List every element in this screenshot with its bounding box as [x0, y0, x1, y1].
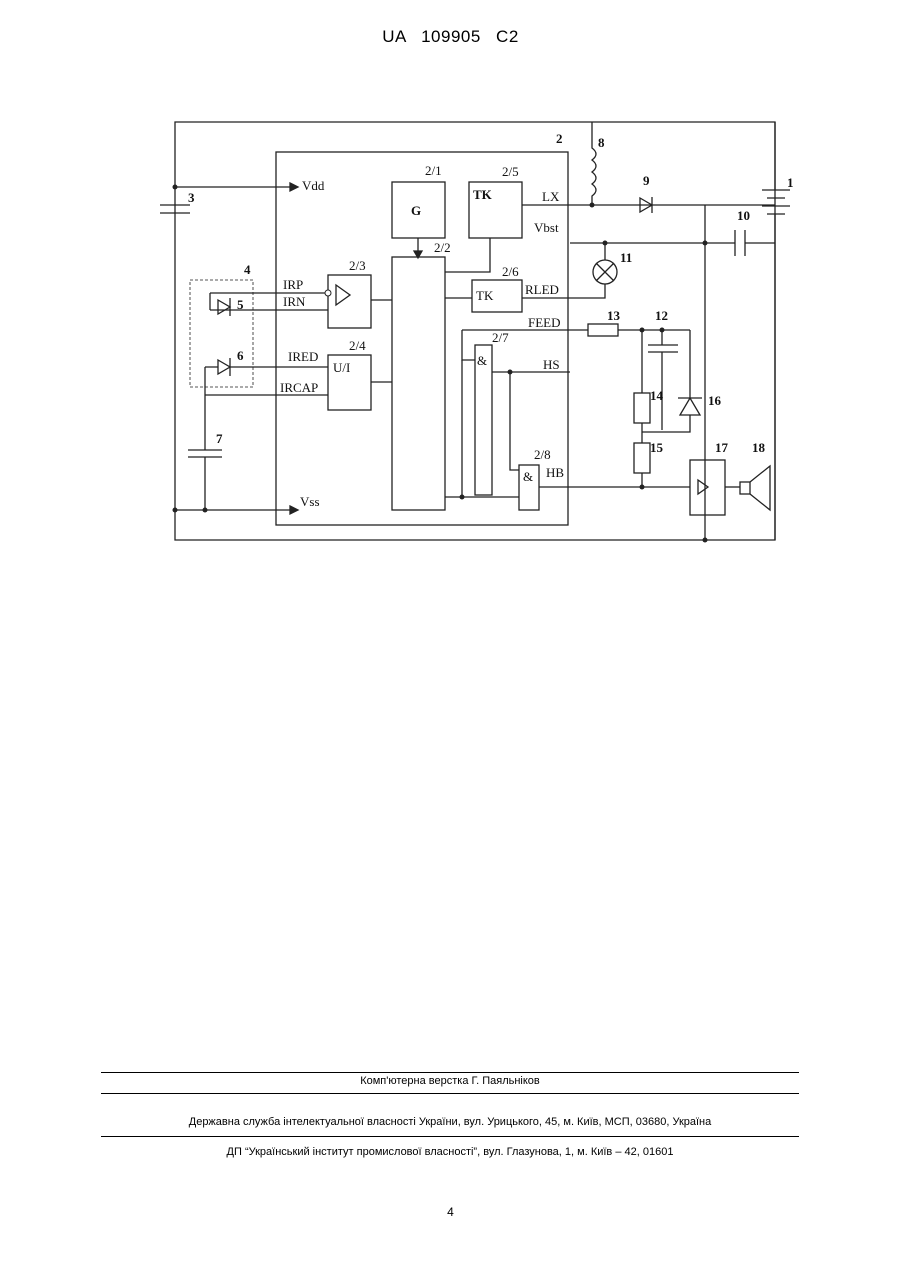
ref-16: 16	[708, 393, 722, 408]
label-tk-1: TK	[473, 187, 493, 202]
ref-4: 4	[244, 262, 251, 277]
ref-8: 8	[598, 135, 605, 150]
circuit-diagram: 1 2 3 4 5 6 7 8 9 10 11 12 13 14 15 16 1…	[0, 0, 901, 600]
footer-institute-address: ДП “Український інститут промислової вла…	[101, 1146, 799, 1158]
pin-vss: Vss	[300, 494, 320, 509]
ref-17: 17	[715, 440, 729, 455]
pin-feed: FEED	[528, 315, 561, 330]
footer-rule-3	[101, 1136, 799, 1137]
pin-vdd: Vdd	[302, 178, 325, 193]
label-and-2: &	[523, 469, 533, 484]
footer-typesetter: Комп'ютерна верстка Г. Паяльніков	[101, 1075, 799, 1087]
ref-2-2: 2/2	[434, 240, 451, 255]
ref-2-3: 2/3	[349, 258, 366, 273]
ref-2-5: 2/5	[502, 164, 519, 179]
pin-vbst: Vbst	[534, 220, 559, 235]
ref-2-8: 2/8	[534, 447, 551, 462]
ref-2-6: 2/6	[502, 264, 519, 279]
page-number: 4	[0, 1205, 901, 1219]
sensor-module-4	[190, 280, 253, 387]
ref-11: 11	[620, 250, 632, 265]
ref-1: 1	[787, 175, 794, 190]
pin-hs: HS	[543, 357, 560, 372]
ref-2: 2	[556, 131, 563, 146]
pin-rled: RLED	[525, 282, 559, 297]
ref-12: 12	[655, 308, 668, 323]
label-and-1: &	[477, 353, 487, 368]
ref-2-1: 2/1	[425, 163, 442, 178]
ref-10: 10	[737, 208, 750, 223]
label-g: G	[411, 203, 421, 218]
ref-7: 7	[216, 431, 223, 446]
footer-rule-2	[101, 1093, 799, 1094]
ref-5: 5	[237, 297, 244, 312]
block-amp	[328, 275, 371, 328]
label-ui: U/I	[333, 360, 350, 375]
footer-office-address: Державна служба інтелектуальної власност…	[101, 1116, 799, 1128]
ref-13: 13	[607, 308, 621, 323]
ref-14: 14	[650, 388, 664, 403]
pin-ircap: IRCAP	[280, 380, 318, 395]
footer-rule-1	[101, 1072, 799, 1073]
pin-ired: IRED	[288, 349, 318, 364]
pin-lx: LX	[542, 189, 560, 204]
ref-18: 18	[752, 440, 766, 455]
ref-3: 3	[188, 190, 195, 205]
ref-9: 9	[643, 173, 650, 188]
pin-irp: IRP	[283, 277, 303, 292]
ref-15: 15	[650, 440, 664, 455]
pin-irn: IRN	[283, 294, 306, 309]
ref-6: 6	[237, 348, 244, 363]
ref-2-7: 2/7	[492, 330, 509, 345]
pin-hb: HB	[546, 465, 564, 480]
block-2-2	[392, 257, 445, 510]
label-tk-2: TK	[476, 288, 494, 303]
ref-2-4: 2/4	[349, 338, 366, 353]
